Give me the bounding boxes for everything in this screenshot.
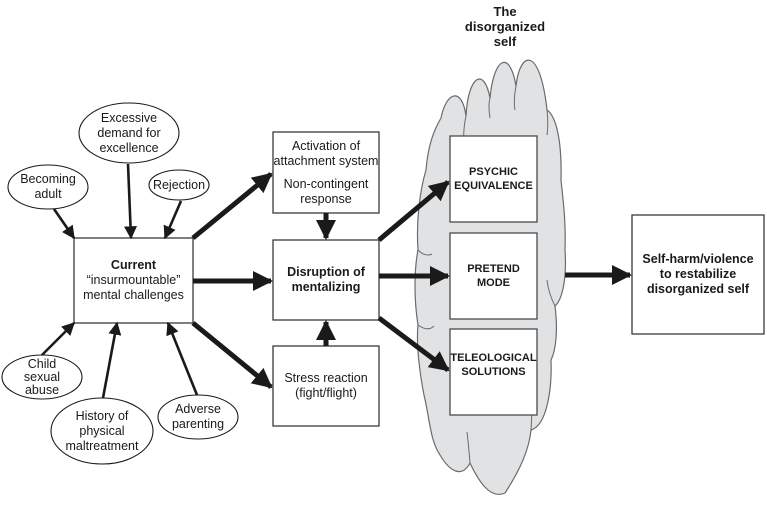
cloud-fold <box>546 109 549 136</box>
label-line: PRETEND <box>467 263 520 275</box>
label-line: physical <box>79 423 125 438</box>
stressor-physical-maltreatment-ellipse <box>50 397 154 465</box>
label-line: adult <box>34 187 62 201</box>
stress-reaction-label: Stress reaction (fight/flight) <box>273 346 379 426</box>
cloud-title-line: disorganized <box>464 18 546 34</box>
label-line: sexual <box>23 369 61 384</box>
arrow-physical-maltreatment <box>101 321 122 399</box>
label-line: Child <box>27 356 57 371</box>
label-line: PSYCHIC <box>469 166 518 178</box>
label-line: “insurmountable” <box>86 273 181 287</box>
activation-label: Activation of attachment system Non-cont… <box>273 132 379 213</box>
label-line: abuse <box>24 382 60 397</box>
psychic-equivalence-box <box>449 135 538 223</box>
arrow-becoming-adult <box>52 208 76 240</box>
arrow-rejection <box>163 200 183 240</box>
cloud-title-line: self <box>493 33 517 49</box>
label-line: demand for <box>97 125 161 140</box>
label-line: to restabilize <box>659 267 737 281</box>
cloud-fold <box>488 97 491 119</box>
label-line: MODE <box>477 277 510 289</box>
teleological-solutions-label: TELEOLOGICAL SOLUTIONS <box>450 322 537 408</box>
psychic-equivalence-label: PSYCHIC EQUIVALENCE <box>450 136 537 222</box>
stress-reaction-box <box>272 345 380 427</box>
cloud-title-line: The <box>493 3 517 19</box>
cloud-fold <box>417 324 435 330</box>
disruption-label: Disruption of mentalizing <box>273 240 379 320</box>
arrow-current-to-activation <box>191 172 273 240</box>
pretend-mode-box <box>449 232 538 320</box>
label-line: History of <box>75 408 129 423</box>
label-line: Self-harm/violence <box>642 252 754 266</box>
activation-box <box>272 131 380 214</box>
label-line: TELEOLOGICAL <box>450 352 537 364</box>
outcome-box <box>631 214 765 335</box>
arrow-excessive-demand <box>124 163 138 240</box>
label-line: EQUIVALENCE <box>454 180 533 192</box>
label-line: Becoming <box>20 172 76 186</box>
arrow-disruption-to-teleological <box>377 316 450 372</box>
cloud-fold <box>466 431 471 464</box>
stressor-becoming-adult: Becoming adult <box>8 165 88 209</box>
label-line: response <box>300 191 352 206</box>
stressor-physical-maltreatment: History of physical maltreatment <box>51 398 153 464</box>
cloud-fold <box>513 85 517 111</box>
label-line: Rejection <box>152 177 206 192</box>
label-line: (fight/flight) <box>295 386 357 400</box>
label-line: parenting <box>171 417 225 431</box>
label-line: SOLUTIONS <box>461 366 526 378</box>
label-line: excellence <box>99 140 159 155</box>
stressor-child-sexual-abuse: Child sexual abuse <box>2 355 82 399</box>
label-line: Activation of <box>291 138 361 153</box>
arrow-child-sexual-abuse <box>41 322 75 356</box>
label-line: attachment system <box>273 153 379 168</box>
label-line: disorganized self <box>646 282 750 296</box>
current-title: Current <box>110 258 157 272</box>
cloud-fold <box>417 249 433 256</box>
cloud-fold <box>546 279 556 307</box>
outcome-label: Self-harm/violence to restabilize disorg… <box>632 215 764 334</box>
arrow-disruption-to-psychic <box>377 180 450 242</box>
arrow-adverse-parenting <box>166 321 199 396</box>
teleological-solutions-box <box>449 328 538 416</box>
stressor-adverse-parenting: Adverse parenting <box>158 395 238 439</box>
stressor-excessive-demand-ellipse <box>78 102 180 164</box>
stressor-adverse-parenting-ellipse <box>157 394 239 440</box>
cloud-title: The disorganized self <box>450 2 560 50</box>
label-line: mental challenges <box>83 288 184 302</box>
stressor-rejection-ellipse <box>148 169 210 201</box>
arrow-current-to-stress <box>191 321 273 389</box>
label-line: Adverse <box>175 402 221 416</box>
stressor-rejection: Rejection <box>149 170 209 200</box>
stressor-becoming-adult-ellipse <box>7 164 89 210</box>
disruption-box <box>272 239 380 321</box>
pretend-mode-label: PRETEND MODE <box>450 233 537 319</box>
label-line: Non-contingent <box>283 176 369 191</box>
stressor-excessive-demand: Excessive demand for excellence <box>79 103 179 163</box>
current-challenges-label: Current “insurmountable” mental challeng… <box>74 238 193 323</box>
label-line: Stress reaction <box>284 371 368 385</box>
label-line: Excessive <box>100 110 158 125</box>
label-line: mentalizing <box>291 280 361 294</box>
label-line: maltreatment <box>65 438 139 453</box>
label-line: Disruption of <box>287 265 365 279</box>
